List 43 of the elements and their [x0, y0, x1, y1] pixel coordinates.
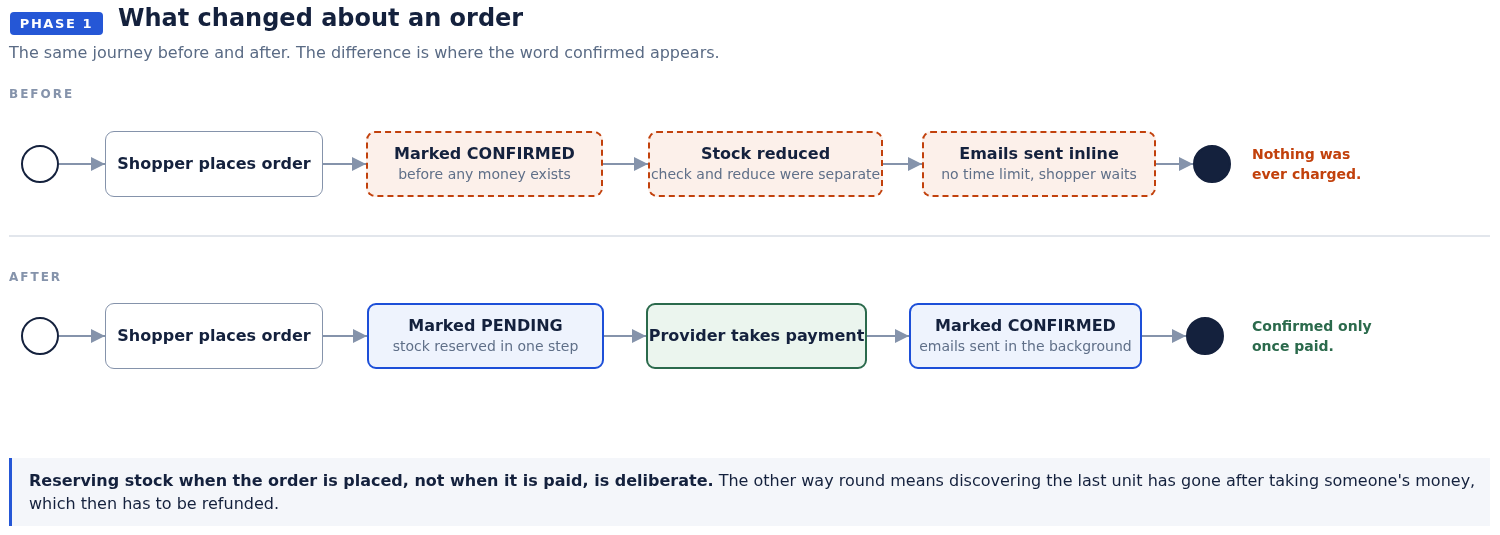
subtitle: The same journey before and after. The difference is where the word confirmed appears.: [9, 43, 720, 63]
callout-note: Reserving stock when the order is placed, not when it is paid, is deliberate. The other way round means discovering the last unit has gone after taking someone's money, which then has to be refunded.: [9, 458, 1490, 526]
step-detail: no time limit, shopper waits: [941, 165, 1137, 184]
end-circle: [1186, 317, 1224, 355]
step-box: [922, 131, 1156, 197]
step-box: [366, 131, 603, 197]
start-circle: [21, 145, 59, 183]
step-title: Shopper places order: [117, 154, 311, 174]
arrow: [322, 157, 367, 171]
step-title: Marked PENDING: [408, 316, 563, 336]
arrow: [322, 329, 368, 343]
step-box: [909, 303, 1142, 369]
outcome-note: Nothing was ever charged.: [1252, 145, 1363, 184]
end-circle: [1193, 145, 1231, 183]
step-title: Marked CONFIRMED: [394, 144, 575, 164]
step-title: Marked CONFIRMED: [935, 316, 1116, 336]
step-box: [105, 303, 323, 369]
arrow: [603, 329, 647, 343]
arrow: [882, 157, 923, 171]
step-title: Stock reduced: [700, 144, 831, 164]
section-heading: BEFORE: [9, 87, 75, 101]
arrow: [58, 157, 106, 171]
phase-badge: PHASE 1: [10, 12, 103, 35]
arrow: [58, 329, 106, 343]
step-box: [105, 131, 323, 197]
step-box: [648, 131, 883, 197]
outcome-note: Confirmed only once paid.: [1252, 317, 1373, 356]
diagram-title: What changed about an order: [118, 4, 524, 33]
arrow: [866, 329, 910, 343]
step-title: Shopper places order: [117, 326, 311, 346]
step-detail: before any money exists: [398, 165, 571, 184]
step-title: Provider takes payment: [648, 326, 865, 346]
step-detail: emails sent in the background: [919, 337, 1132, 356]
arrow: [602, 157, 649, 171]
step-detail: stock reserved in one step: [392, 337, 579, 356]
section-heading: AFTER: [9, 270, 63, 284]
start-circle: [21, 317, 59, 355]
arrow: [1141, 329, 1187, 343]
step-box: [646, 303, 867, 369]
step-detail: check and reduce were separate: [650, 165, 881, 184]
step-box: [367, 303, 604, 369]
arrow: [1155, 157, 1194, 171]
step-title: Emails sent inline: [959, 144, 1119, 164]
